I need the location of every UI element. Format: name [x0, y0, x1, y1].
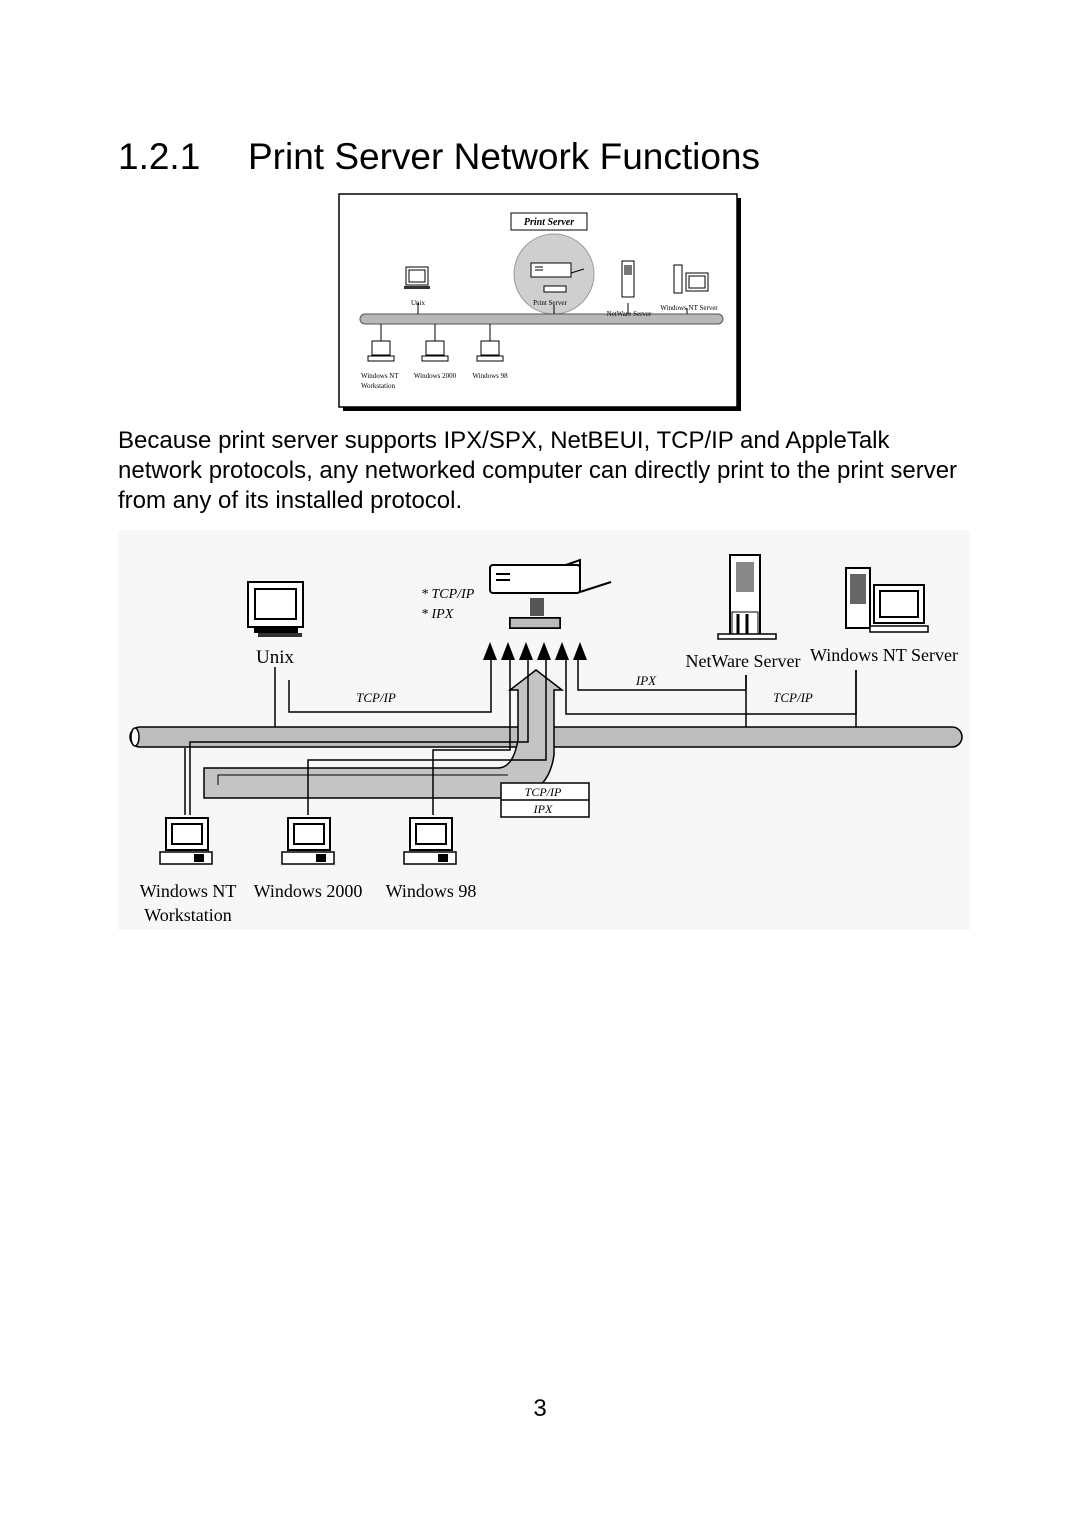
workstation-98-icon — [403, 817, 457, 865]
unix-label: Unix — [256, 647, 295, 668]
link-label-left: TCP/IP — [356, 690, 396, 705]
netware-server-icon — [717, 554, 777, 640]
windows-nt-server-icon — [673, 264, 709, 294]
network-bus — [359, 313, 724, 325]
unix-label: Unix — [411, 299, 426, 307]
print-server-label: Print Server — [533, 299, 567, 307]
printer-icon — [530, 262, 585, 293]
windows-nt-server-label: Windows NT Server — [810, 645, 958, 665]
protocol-list-item: * IPX — [421, 607, 454, 622]
windows-nt-label: Windows NT — [140, 881, 237, 901]
windows-2000-label: Windows 2000 — [414, 372, 457, 380]
protocol-diagram: Unix * TCP/IP * IPX NetWare Server — [118, 530, 970, 930]
netware-server-label: NetWare Server — [607, 310, 652, 318]
page-number: 3 — [533, 1395, 547, 1422]
network-overview-figure: Print Server Unix Print Server NetWare S… — [338, 193, 741, 411]
windows-98-label: Windows 98 — [386, 881, 477, 901]
stack-label: TCP/IP — [525, 785, 562, 799]
workstation-nt-icon — [367, 340, 395, 362]
unix-computer-icon — [404, 266, 430, 289]
windows-2000-label: Windows 2000 — [254, 881, 363, 901]
section-number: 1.2.1 — [118, 136, 201, 177]
windows-98-label: Windows 98 — [472, 372, 508, 380]
windows-nt-server-icon — [845, 567, 929, 633]
windows-nt-server-label: Windows NT Server — [660, 304, 718, 312]
netware-server-icon — [621, 260, 635, 298]
workstation-2000-icon — [281, 817, 335, 865]
protocol-stack-box: TCP/IP IPX — [500, 782, 590, 818]
section-title: Print Server Network Functions — [248, 136, 761, 177]
protocol-list-item: * TCP/IP — [421, 587, 475, 602]
workstation-label: Workstation — [144, 905, 232, 925]
workstation-lines — [184, 660, 547, 815]
link-label-middle: IPX — [635, 673, 657, 688]
link-label-right: TCP/IP — [773, 690, 813, 705]
print-server-banner: Print Server — [510, 212, 588, 231]
stack-label: IPX — [533, 802, 553, 816]
unix-computer-icon — [247, 581, 304, 637]
connector-lines — [274, 660, 857, 737]
windows-nt-label: Windows NT — [361, 372, 399, 380]
workstation-nt-icon — [159, 817, 213, 865]
workstation-label: Workstation — [361, 382, 396, 390]
banner-label: Print Server — [524, 217, 574, 228]
workstation-98-icon — [476, 340, 504, 362]
section-heading: 1.2.1 Print Server Network Functions — [118, 136, 760, 178]
body-paragraph: Because print server supports IPX/SPX, N… — [118, 427, 958, 514]
workstation-2000-icon — [421, 340, 449, 362]
netware-server-label: NetWare Server — [686, 651, 801, 671]
arrowheads — [483, 642, 587, 660]
print-server-box-icon — [509, 617, 561, 629]
